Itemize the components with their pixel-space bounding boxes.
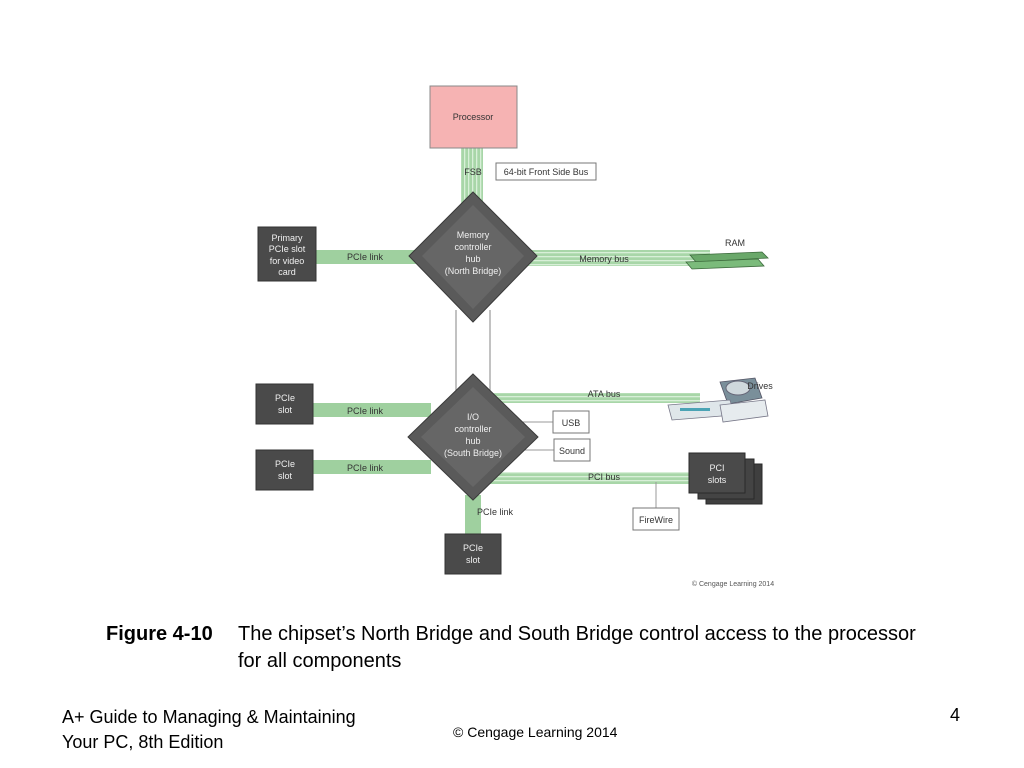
pci-slots-label-2: slots <box>708 475 727 485</box>
book-title: A+ Guide to Managing & Maintaining Your … <box>62 705 356 755</box>
drives-icon <box>667 377 769 423</box>
primary-pcie-label-3: for video <box>270 256 305 266</box>
ram-icon <box>685 251 769 270</box>
usb-box <box>552 410 590 434</box>
pcie-link-slot2 <box>313 460 431 474</box>
fsb-note-box <box>495 162 597 181</box>
north-bridge-label-4: (North Bridge) <box>445 266 502 276</box>
ata-bus-label: ATA bus <box>588 389 621 399</box>
pcie-slot-bottom-label-2: slot <box>466 555 481 565</box>
north-bridge-label-1: Memory <box>457 230 490 240</box>
pci-slots-label-1: PCI <box>709 463 724 473</box>
fsb-label: FSB <box>464 167 482 177</box>
pcie-link-label-1: PCIe link <box>347 406 384 416</box>
pcie-slot-2 <box>255 449 314 491</box>
pcie-slot-2-label-1: PCIe <box>275 459 295 469</box>
book-title-line1: A+ Guide to Managing & Maintaining <box>62 707 356 727</box>
book-title-line2: Your PC, 8th Edition <box>62 732 224 752</box>
pcie-link-slot1 <box>313 403 431 417</box>
ram-label: RAM <box>725 238 745 248</box>
figure-label: Figure 4-10 <box>106 623 213 645</box>
primary-pcie-label-1: Primary <box>272 233 303 243</box>
primary-pcie-label-4: card <box>278 267 296 277</box>
south-bridge-label-4: (South Bridge) <box>444 448 502 458</box>
firewire-box <box>632 507 680 531</box>
pcie-slot-1-label-2: slot <box>278 405 293 415</box>
memory-bus-label: Memory bus <box>579 254 629 264</box>
pci-slots-box <box>688 452 746 494</box>
pci-bus <box>490 472 690 484</box>
drives-label: Drives <box>747 381 773 391</box>
north-bridge-label-2: controller <box>454 242 491 252</box>
pcie-link-label-bottom: PCIe link <box>477 507 514 517</box>
pcie-slot-bottom-label-1: PCIe <box>463 543 483 553</box>
pcie-slot-1-label-1: PCIe <box>275 393 295 403</box>
south-bridge-label-1: I/O <box>467 412 479 422</box>
firewire-label: FireWire <box>639 515 673 525</box>
chipset-diagram: Processor FSB 64-bit Front Side Bus Memo… <box>255 85 774 588</box>
north-bridge-label-3: hub <box>465 254 480 264</box>
figure-text: The chipset’s North Bridge and South Bri… <box>238 623 916 672</box>
south-bridge-inner <box>421 387 525 487</box>
south-bridge-label-2: controller <box>454 424 491 434</box>
south-bridge-label-3: hub <box>465 436 480 446</box>
pcie-link-bottom <box>465 495 481 535</box>
footer-copyright: © Cengage Learning 2014 <box>453 724 618 740</box>
processor-box <box>429 85 518 149</box>
pcie-slot-bottom <box>444 533 502 575</box>
diagram-copyright: © Cengage Learning 2014 <box>692 580 774 588</box>
ata-bus <box>490 393 700 403</box>
pcie-link-label-primary: PCIe link <box>347 252 384 262</box>
pcie-slot-1 <box>255 383 314 425</box>
pcie-link-label-2: PCIe link <box>347 463 384 473</box>
primary-pcie-label-2: PCIe slot <box>269 244 306 254</box>
page-number: 4 <box>950 705 961 725</box>
memory-bus <box>510 250 710 266</box>
usb-label: USB <box>562 418 581 428</box>
sound-box <box>553 438 591 462</box>
pci-bus-label: PCI bus <box>588 472 621 482</box>
fsb-note: 64-bit Front Side Bus <box>504 167 589 177</box>
primary-pcie-slot <box>257 226 317 282</box>
pcie-slot-2-label-2: slot <box>278 471 293 481</box>
sound-label: Sound <box>559 446 585 456</box>
pcie-link-primary <box>316 250 436 264</box>
north-bridge-inner <box>422 205 524 309</box>
processor-label: Processor <box>453 112 494 122</box>
